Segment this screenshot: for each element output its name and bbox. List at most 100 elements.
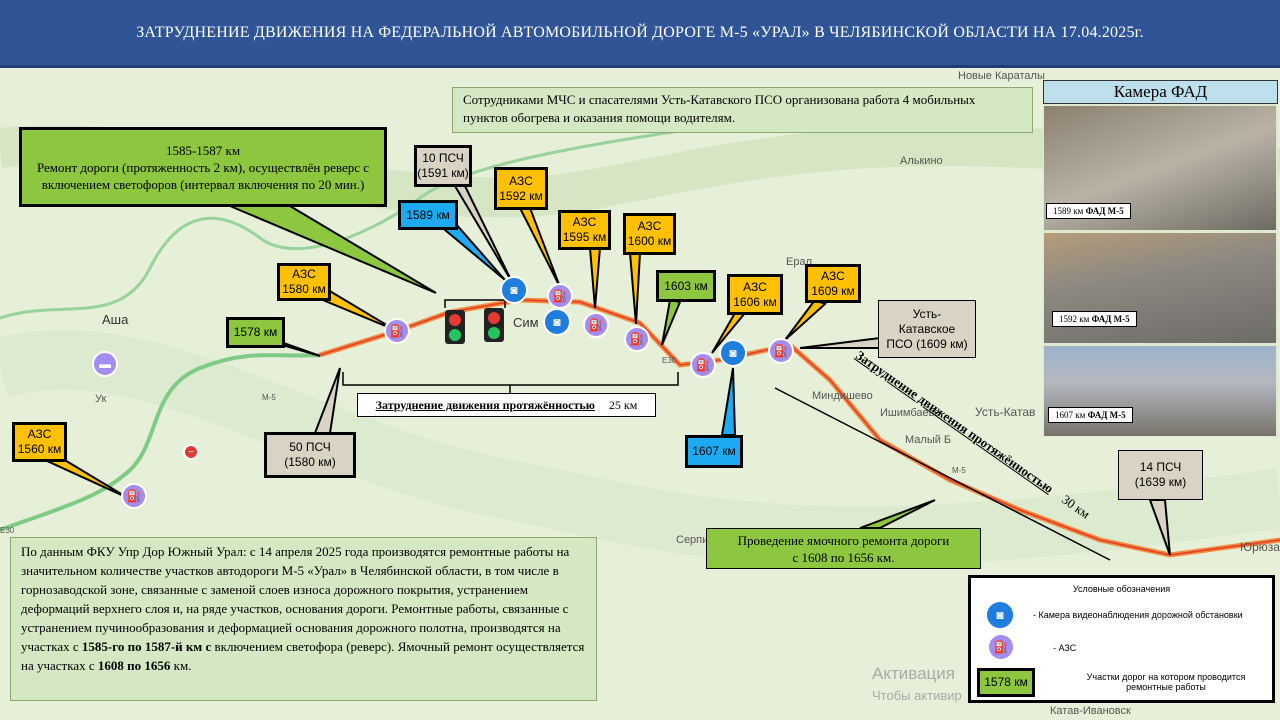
gas-station-icon[interactable]: ⛽: [690, 352, 716, 378]
gas-station-icon[interactable]: ⛽: [384, 318, 410, 344]
road-sign: М-5: [262, 393, 276, 402]
road-sign: E30: [662, 356, 677, 365]
road: ФАД М-5: [1085, 206, 1124, 216]
camera-icon[interactable]: ◙: [500, 276, 528, 304]
camera-icon[interactable]: ◙: [719, 339, 747, 367]
l2: (1580 км): [284, 455, 336, 469]
gas-station-icon[interactable]: ⛽: [768, 338, 794, 364]
legend: Условные обозначения ◙ - Камера видеонаб…: [968, 575, 1275, 703]
callout-psch-14: 14 ПСЧ(1639 км): [1118, 450, 1203, 500]
t3: км.: [170, 658, 192, 673]
callout-title: 1585-1587 км: [165, 142, 241, 158]
title-text: ЗАТРУДНЕНИЕ ДВИЖЕНИЯ НА ФЕДЕРАЛЬНОЙ АВТО…: [136, 23, 1144, 41]
gas-station-icon[interactable]: ⛽: [121, 483, 147, 509]
place-label: Новые Караталы: [958, 70, 1045, 82]
l1: 14 ПСЧ: [1139, 460, 1182, 474]
camera-icon[interactable]: ◙: [543, 308, 571, 336]
l2: 1560 км: [17, 442, 62, 456]
l2: 1595 км: [562, 230, 607, 244]
t1: По данным ФКУ Упр Дор Южный Урал: с 14 а…: [21, 544, 570, 654]
page-title: ЗАТРУДНЕНИЕ ДВИЖЕНИЯ НА ФЕДЕРАЛЬНОЙ АВТО…: [0, 0, 1280, 68]
place-label: Серпи: [676, 534, 709, 546]
l2: 1606 км: [733, 294, 777, 309]
gas-station-icon[interactable]: ⛽: [547, 283, 573, 309]
place-label: Ук: [95, 393, 107, 405]
l2: 1592 км: [499, 188, 543, 203]
place-label: Малый Б: [905, 434, 952, 446]
callout-km-1603: 1603 км: [656, 270, 716, 302]
camera-photo-1607[interactable]: 1607 км ФАД М-5: [1044, 346, 1276, 436]
callout-camera-1607: 1607 км: [685, 435, 743, 468]
label: Затруднение движения протяжённостью: [375, 397, 595, 412]
b2: 1608 по 1656: [97, 658, 171, 673]
l2: 1609 км: [811, 283, 855, 298]
road-sign: М-5: [952, 466, 966, 475]
callout-psch-10: 10 ПСЧ(1591 км): [414, 145, 472, 187]
b1: 1585-го по 1587-й км с: [81, 639, 212, 654]
camera-photo-1589[interactable]: 1589 км ФАД М-5: [1044, 106, 1276, 230]
place-label: Алькино: [900, 155, 943, 167]
l3: ПСО (1609 км): [886, 336, 968, 351]
photo-label: 1607 км ФАД М-5: [1048, 407, 1133, 423]
camera-panel-title: Камера ФАД: [1043, 80, 1278, 104]
l2: (1639 км): [1134, 475, 1187, 489]
l2: 1580 км: [282, 282, 326, 296]
place-label: Миндишево: [812, 390, 873, 402]
gas-station-icon[interactable]: ⛽: [583, 312, 609, 338]
hotel-icon[interactable]: ▬: [92, 351, 118, 377]
watermark: Активация: [872, 664, 955, 683]
place-label: Сим: [513, 315, 539, 330]
congestion-bracket-30km: [774, 387, 1111, 561]
photo-label: 1589 км ФАД М-5: [1046, 203, 1131, 219]
callout-repair-1585: 1585-1587 км Ремонт дороги (протяженност…: [19, 127, 387, 207]
l1: 1589 км: [406, 207, 450, 222]
callout-psch-50: 50 ПСЧ(1580 км): [264, 432, 356, 478]
l2: 1600 км: [627, 234, 672, 248]
legend-title: Условные обозначения: [1072, 584, 1171, 594]
place-label: Ишимбаево: [880, 407, 941, 419]
l1: 1578 км: [233, 325, 278, 339]
road: ФАД М-5: [1087, 410, 1126, 420]
l1: 50 ПСЧ: [289, 440, 331, 454]
callout-camera-1589: 1589 км: [398, 200, 458, 230]
l1: Усть-: [912, 306, 942, 321]
l2: (1591 км): [417, 166, 469, 180]
l1: АЗС: [509, 173, 533, 188]
legend-repair-label: Участки дорог на котором проводится ремо…: [1086, 672, 1246, 692]
callout-text: Ремонт дороги (протяженность 2 км), осущ…: [36, 159, 370, 192]
road-west: [0, 353, 321, 532]
l1: Проведение ямочного ремонта дороги: [737, 532, 950, 548]
road: ФАД М-5: [1091, 314, 1130, 324]
camera-icon: ◙: [985, 600, 1015, 630]
legend-camera-label: - Камера видеонаблюдения дорожной обстан…: [1033, 610, 1243, 620]
l1: АЗС: [637, 219, 662, 233]
traffic-light-icon: [484, 308, 504, 342]
place-label: Усть-Катав: [975, 405, 1036, 419]
road-sign: E30: [0, 526, 15, 535]
place-label: Аша: [102, 312, 129, 327]
t2: включением светофора (реверс). Ямочный р…: [21, 639, 585, 673]
camera-panel: Камера ФАД 1589 км ФАД М-5 1592 км ФАД М…: [1043, 80, 1278, 437]
gas-station-icon: ⛽: [987, 633, 1015, 661]
l1: 10 ПСЧ: [422, 151, 464, 165]
l1: АЗС: [821, 268, 845, 283]
l2: с 1608 по 1656 км.: [792, 549, 895, 565]
camera-photo-1592[interactable]: 1592 км ФАД М-5: [1044, 233, 1276, 343]
l1: АЗС: [572, 215, 597, 229]
l1: АЗС: [743, 279, 767, 294]
no-entry-icon: −: [183, 444, 199, 460]
l1: 1578 км: [984, 675, 1028, 689]
place-label: Катав-Ивановск: [1050, 705, 1131, 717]
km: 1607 км: [1055, 410, 1086, 420]
gas-station-icon[interactable]: ⛽: [624, 326, 650, 352]
callout-km-1578: 1578 км: [226, 317, 285, 348]
